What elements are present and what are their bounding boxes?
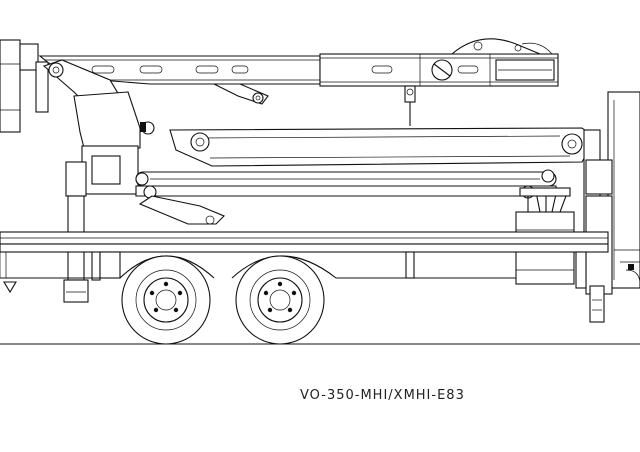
chassis-frame <box>0 231 609 294</box>
front-structure <box>583 91 640 323</box>
drawing-caption: VO-350-MHI/XMHI-E83 <box>300 388 465 403</box>
upper-boom-outer <box>319 38 559 126</box>
turntable <box>73 91 155 195</box>
bucket <box>0 39 49 133</box>
wheel-rear-axle <box>231 255 337 345</box>
lower-boom <box>135 127 597 225</box>
wheel-front-axle <box>119 255 215 345</box>
